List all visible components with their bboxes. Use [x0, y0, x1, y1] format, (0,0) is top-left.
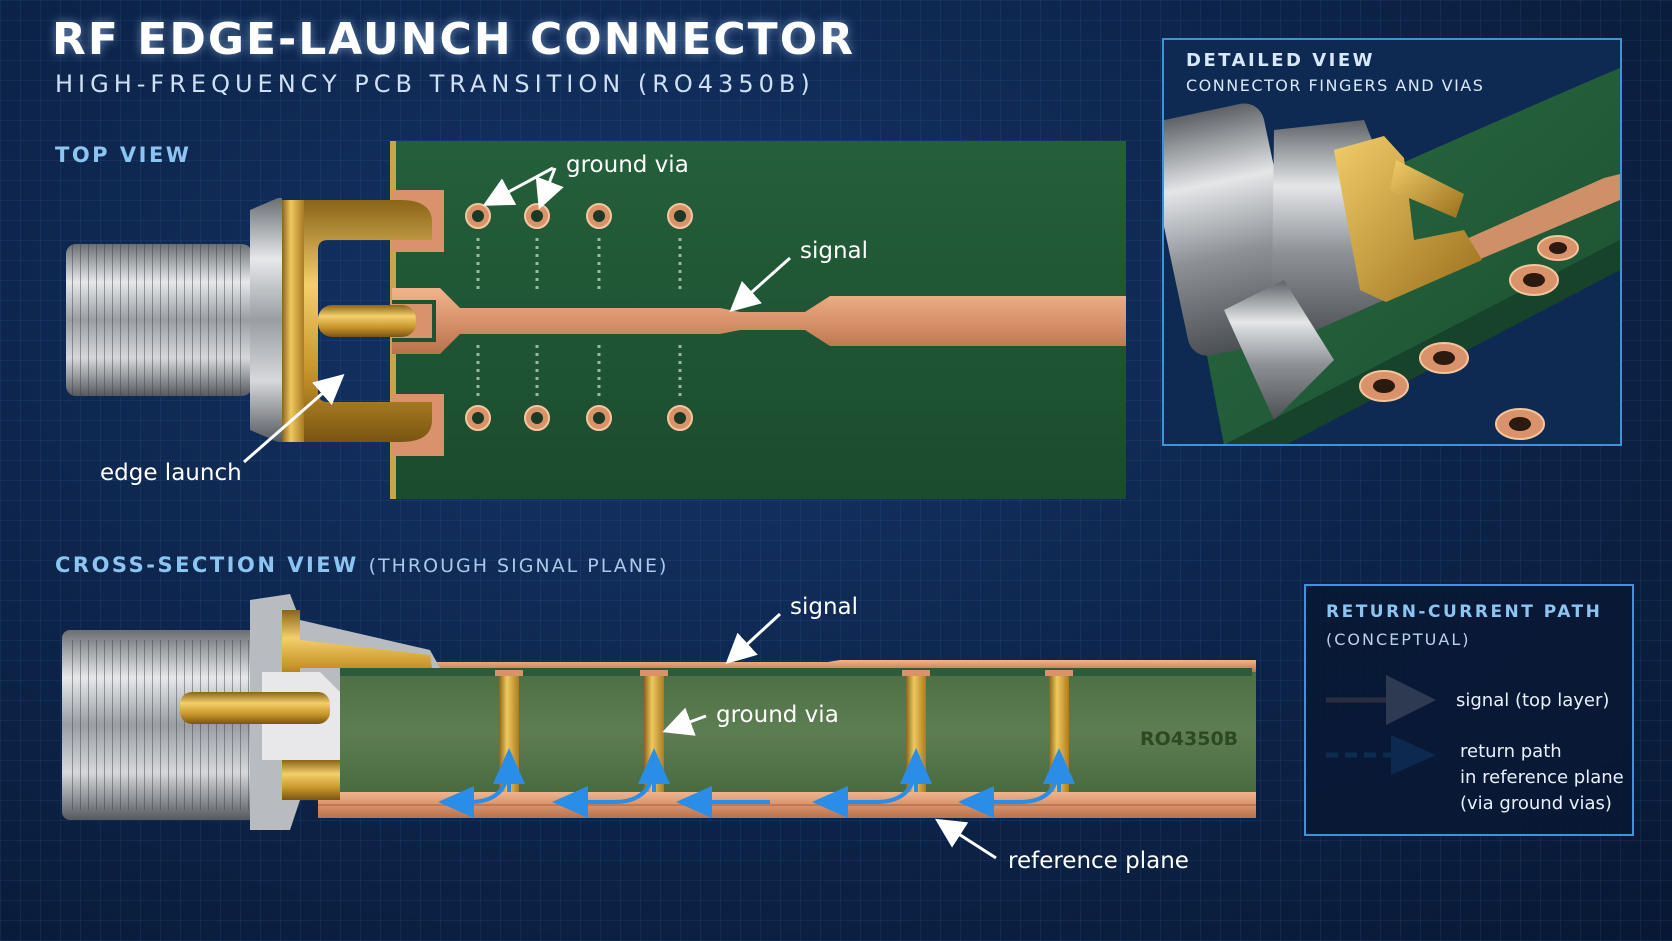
via-row-bottom — [465, 405, 693, 431]
top-view-label: TOP VIEW — [55, 143, 192, 167]
via-row-top — [465, 203, 693, 229]
detailed-view-panel: DETAILED VIEW CONNECTOR FINGERS AND VIAS — [1162, 38, 1622, 446]
legend-subtitle: (CONCEPTUAL) — [1326, 630, 1471, 649]
detailed-view-illustration — [1164, 68, 1620, 444]
cross-section-label: CROSS-SECTION VIEW (THROUGH SIGNAL PLANE… — [55, 553, 668, 577]
legend-item-signal: signal (top layer) — [1456, 690, 1610, 711]
page-title: RF EDGE-LAUNCH CONNECTOR — [52, 14, 855, 65]
material-label: RO4350B — [1140, 728, 1239, 750]
legend-item-return: return path in reference plane (via grou… — [1460, 739, 1624, 817]
legend-title: RETURN-CURRENT PATH — [1326, 602, 1603, 622]
callout-signal-cross: signal — [790, 594, 859, 620]
legend-panel: RETURN-CURRENT PATH (CONCEPTUAL) signal … — [1304, 584, 1634, 836]
legend-item-return-line3: (via ground vias) — [1460, 793, 1612, 814]
callout-ground-via-top: ground via — [566, 152, 689, 178]
page-subtitle: HIGH-FREQUENCY PCB TRANSITION (RO4350B) — [55, 70, 815, 98]
callout-reference-plane: reference plane — [1008, 848, 1189, 874]
cross-section-label-sub: (THROUGH SIGNAL PLANE) — [368, 555, 669, 577]
callout-signal-top: signal — [800, 238, 869, 264]
legend-item-return-line1: return path — [1460, 741, 1562, 762]
detailed-view-title: DETAILED VIEW — [1186, 50, 1375, 71]
connector-top-view — [66, 198, 432, 442]
callout-ground-via-cross: ground via — [716, 702, 839, 728]
cross-section-illustration — [62, 594, 1256, 830]
legend-item-return-line2: in reference plane — [1460, 767, 1624, 788]
detailed-view-subtitle: CONNECTOR FINGERS AND VIAS — [1186, 76, 1485, 95]
cross-section-label-main: CROSS-SECTION VIEW — [55, 553, 359, 577]
callout-edge-launch: edge launch — [100, 460, 242, 486]
